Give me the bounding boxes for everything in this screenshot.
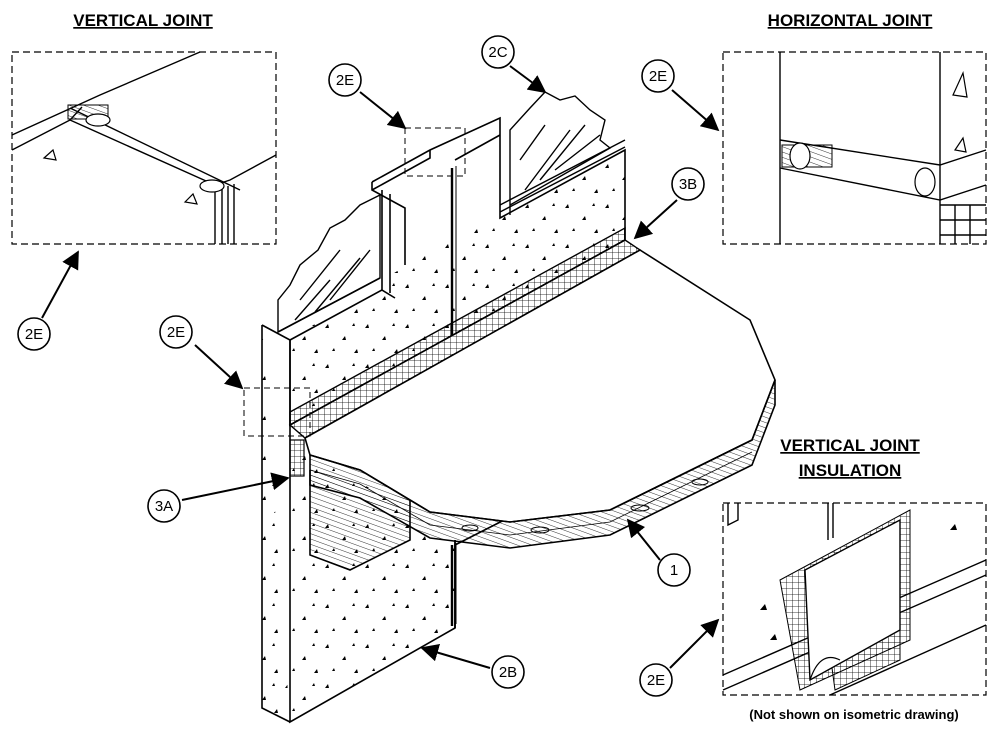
callout-3b: 3B	[671, 167, 705, 201]
inset-vertical-joint	[11, 51, 277, 245]
title-horizontal-joint: HORIZONTAL JOINT	[768, 11, 933, 30]
callout-2e-vertical-joint: 2E	[17, 317, 51, 351]
title-vertical-joint: VERTICAL JOINT	[73, 11, 213, 30]
callout-label: 2E	[336, 72, 354, 89]
callout-label: 3A	[155, 498, 173, 515]
callout-label: 2E	[167, 324, 185, 341]
title-vertical-joint-insulation-line1: VERTICAL JOINT	[780, 436, 920, 455]
callout-label: 3B	[679, 176, 697, 193]
callout-2b: 2B	[491, 655, 525, 689]
callout-label: 1	[670, 562, 678, 579]
callout-label: 2C	[488, 44, 507, 61]
detail-marks	[243, 127, 466, 437]
callout-label: 2B	[499, 664, 517, 681]
callout-2e-top: 2E	[328, 63, 362, 97]
callout-label: 2E	[647, 672, 665, 689]
callout-2e-horizontal-joint: 2E	[641, 59, 675, 93]
inset-horizontal-joint	[722, 51, 987, 245]
insulation-strip	[288, 226, 642, 439]
callout-1: 1	[657, 553, 691, 587]
callout-2e-wall: 2E	[159, 315, 193, 349]
callout-2e-vji: 2E	[639, 663, 673, 697]
balcony-slab	[304, 249, 776, 571]
callout-2c: 2C	[481, 35, 515, 69]
callout-label: 2E	[25, 326, 43, 343]
note-not-shown: (Not shown on isometric drawing)	[749, 707, 958, 722]
title-vertical-joint-insulation-line2: INSULATION	[799, 461, 902, 480]
callout-3a: 3A	[147, 489, 181, 523]
thermal-break-block	[289, 439, 305, 477]
callout-label: 2E	[649, 68, 667, 85]
inset-vertical-joint-insulation	[722, 502, 987, 696]
callout-leaders	[41, 65, 720, 669]
glass-panels	[277, 91, 626, 334]
